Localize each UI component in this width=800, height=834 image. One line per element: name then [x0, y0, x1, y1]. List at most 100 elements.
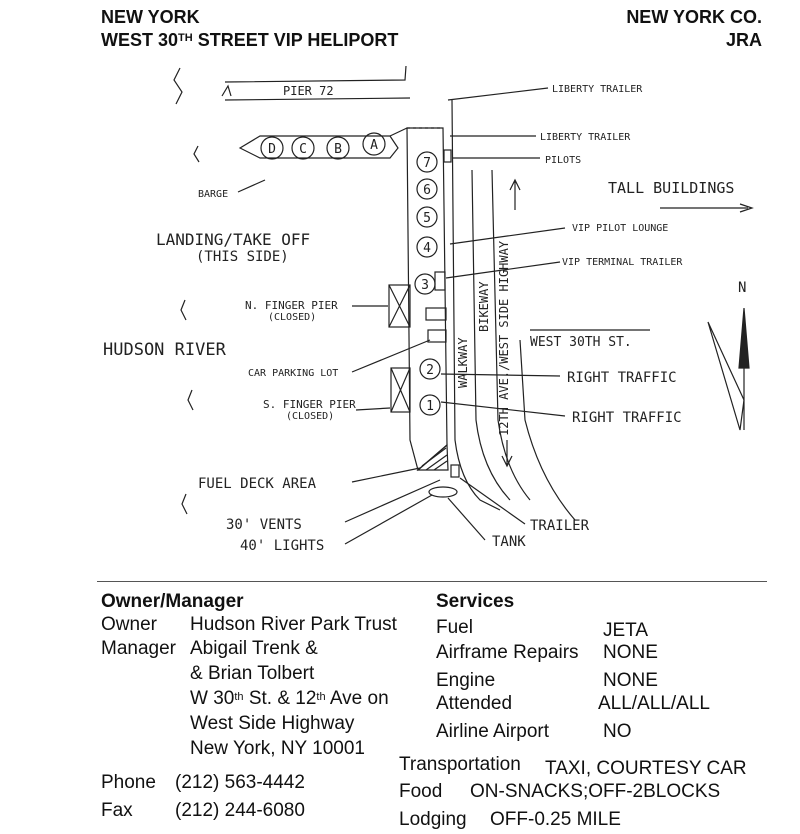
title-county: NEW YORK CO.: [626, 7, 762, 27]
pad-label: B: [334, 142, 342, 157]
manager-line1: Abigail Trenk &: [190, 638, 318, 659]
tall-buildings-label: TALL BUILDINGS: [608, 179, 734, 197]
pad-circle: [416, 178, 438, 200]
address-line3: New York, NY 10001: [190, 738, 365, 759]
title-heliport: WEST 30TH STREET VIP HELIPORT: [101, 29, 398, 51]
tank-label: TANK: [492, 534, 526, 550]
highway-label: 12TH AVE./WEST SIDE HIGHWAY: [497, 240, 511, 436]
vip-pilot-lounge-label: VIP PILOT LOUNGE: [572, 223, 668, 234]
manager-line2: & Brian Tolbert: [190, 663, 315, 684]
pad-label: 1: [426, 399, 434, 414]
lodging-value: OFF-0.25 MILE: [490, 809, 621, 830]
liberty-trailer-label-2: LIBERTY TRAILER: [540, 132, 631, 143]
pad-circle: [414, 273, 436, 295]
pad-circle: [362, 132, 386, 156]
pad-label: 2: [426, 363, 434, 378]
pad-label: A: [370, 138, 378, 153]
airframe-label: Airframe Repairs: [436, 642, 579, 663]
pad-label: 5: [423, 211, 431, 226]
airline-value: NO: [603, 721, 632, 742]
trailer-label: TRAILER: [530, 518, 590, 534]
walkway-label: WALKWAY: [456, 337, 470, 388]
pad-circle: [326, 136, 350, 160]
n-finger-pier-closed: (CLOSED): [268, 312, 316, 323]
vip-terminal-trailer-label: VIP TERMINAL TRAILER: [562, 257, 683, 268]
pad-label: 4: [423, 241, 431, 256]
fuel-label: Fuel: [436, 617, 473, 638]
bikeway-edge: [471, 169, 511, 501]
bikeway-label: BIKEWAY: [477, 281, 491, 332]
airframe-value: NONE: [603, 642, 658, 663]
fax-value: (212) 244-6080: [175, 800, 305, 821]
fuel-deck-area-label: FUEL DECK AREA: [198, 476, 317, 492]
address-line2: West Side Highway: [190, 713, 355, 734]
barge-label: BARGE: [198, 189, 228, 200]
barge-outline: [238, 135, 399, 159]
n-finger-pier-box: [388, 284, 411, 328]
pier72-top-line: [224, 65, 407, 83]
vents-label: 30' VENTS: [226, 517, 302, 533]
airline-label: Airline Airport: [436, 721, 549, 742]
title-city: NEW YORK: [101, 7, 200, 27]
s-finger-pier-box: [390, 367, 411, 413]
address-sup2: th: [316, 691, 326, 703]
west-30th-label: WEST 30TH ST.: [530, 335, 632, 350]
food-label: Food: [399, 781, 443, 802]
section-divider: [97, 581, 767, 582]
liberty-trailer-label-1: LIBERTY TRAILER: [552, 84, 643, 95]
owner-label: Owner: [101, 614, 157, 635]
title-code: JRA: [725, 30, 762, 50]
walkway-edge: [451, 99, 501, 511]
pad-label: 3: [421, 278, 429, 293]
lodging-label: Lodging: [399, 809, 467, 830]
title-heliport-sup: TH: [178, 32, 193, 44]
pier72-bottom-line: [224, 97, 411, 101]
owner-manager-title: Owner/Manager: [101, 591, 244, 612]
squiggle: [187, 389, 194, 411]
engine-value: NONE: [603, 670, 658, 691]
pad-label: C: [299, 142, 307, 157]
north-label: N: [738, 280, 746, 296]
pad-circle: [291, 136, 315, 160]
right-traffic-label-2: RIGHT TRAFFIC: [572, 410, 682, 426]
address-line1: W 30th St. & 12th Ave on: [190, 688, 389, 710]
phone-value: (212) 563-4442: [175, 772, 305, 793]
pad-label: D: [268, 142, 276, 157]
car-parking-lot-label: CAR PARKING LOT: [248, 368, 338, 379]
landing-label-1: LANDING/TAKE OFF: [156, 230, 310, 249]
pad-circle: [419, 358, 441, 380]
highway-edge: [519, 339, 576, 521]
lights-label: 40' LIGHTS: [240, 538, 324, 554]
right-traffic-label-1: RIGHT TRAFFIC: [567, 370, 677, 386]
squiggle: [181, 493, 188, 515]
pier72-break: [221, 84, 232, 97]
services-title: Services: [436, 591, 515, 612]
squiggle: [180, 299, 187, 321]
tank-shape: [428, 486, 458, 498]
address-a: W 30: [190, 688, 235, 709]
pad-label: 6: [423, 183, 431, 198]
attended-value: ALL/ALL/ALL: [598, 693, 710, 714]
address-c: Ave on: [325, 688, 389, 709]
owner-value: Hudson River Park Trust: [190, 614, 397, 635]
engine-label: Engine: [436, 670, 496, 691]
pad-circle: [260, 136, 284, 160]
title-heliport-a: WEST 30: [101, 30, 179, 50]
squiggle: [193, 145, 200, 163]
pad-label: 7: [423, 156, 431, 171]
landing-label-2: (THIS SIDE): [196, 249, 289, 265]
fuel-value: JETA: [603, 620, 649, 641]
manager-label: Manager: [101, 638, 176, 659]
s-finger-pier-closed: (CLOSED): [286, 411, 334, 422]
pad-circle: [416, 236, 438, 258]
attended-label: Attended: [436, 693, 513, 714]
pad-circle: [419, 394, 441, 416]
pad-circle: [416, 206, 438, 228]
phone-label: Phone: [101, 772, 156, 793]
fax-label: Fax: [101, 800, 133, 821]
n-finger-pier-label: N. FINGER PIER: [245, 299, 338, 312]
hudson-river-label: HUDSON RIVER: [103, 340, 227, 360]
north-arrow-left: [707, 321, 745, 431]
address-b: St. & 12: [243, 688, 317, 709]
